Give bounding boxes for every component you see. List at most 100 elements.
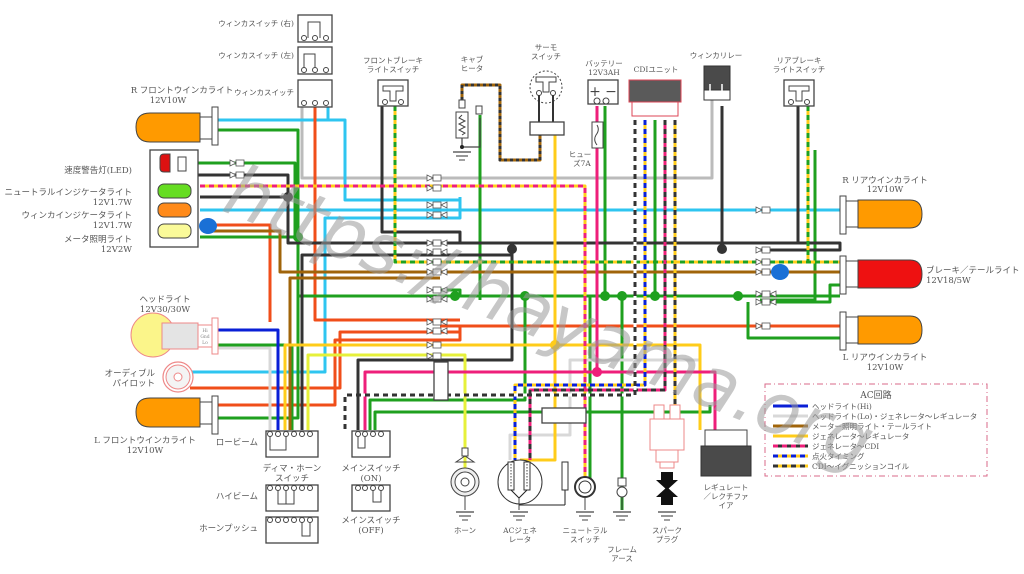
wire-blue-hi [218, 328, 280, 430]
battery-label-2: 12V3AH [588, 68, 620, 77]
rear-winker-r-spec: 12V10W [867, 185, 904, 195]
wire-neutral-dashed-stripe [200, 184, 587, 480]
speed-warning-label: 速度警告灯(LED) [64, 165, 132, 176]
battery: + − バッテリー 12V3AH [585, 59, 623, 105]
winker-switch-left: ウィンカスイッチ (左) [218, 46, 333, 75]
neutral-switch-label-2: スイッチ [570, 535, 600, 544]
winker-relay: ウィンカリレー [690, 51, 742, 101]
legend-label: ヘッドライト(Lo)・ジェネレータ〜レギュレータ [812, 412, 977, 421]
legend-label: CDI〜イグニッションコイル [812, 461, 910, 471]
wires [185, 83, 842, 510]
regulator-label-2: ／レクチファ [704, 492, 749, 501]
spark-plug-label-2: プラグ [656, 534, 679, 544]
junction-dot [717, 244, 727, 254]
ac-generator-label-2: レータ [509, 535, 532, 544]
cdi-unit-label: CDIユニット [634, 65, 679, 74]
meter-light-spec: 12V2W [101, 245, 132, 255]
rear-winker-r: R リアウインカライト 12V10W [839, 176, 928, 235]
winker-switch-right: ウィンカスイッチ (右) [218, 14, 333, 43]
frame-earth: フレーム アース [607, 477, 637, 563]
winker-switch-left-label: ウィンカスイッチ (左) [218, 50, 294, 60]
front-winker-l-label: L フロントウインカライト [94, 436, 196, 446]
rear-brake-label-1: リアブレーキ [777, 55, 822, 65]
marker-blob [771, 264, 789, 280]
wire-yellow-gen-reg [283, 343, 702, 430]
front-winker-r-spec: 12V10W [150, 96, 187, 106]
junctions [283, 192, 743, 377]
front-winker-l: L フロントウインカライト 12V10W [94, 395, 219, 456]
wire-orange-switch [313, 106, 460, 322]
rear-winker-l-spec: 12V10W [867, 363, 904, 373]
spark-plug: スパーク プラグ [652, 472, 682, 544]
wire-sky-front-winker-r [218, 118, 460, 202]
wire-orange-indicator [200, 223, 272, 322]
ac-generator-label-1: ACジェネ [502, 526, 537, 535]
front-winker-r-label: R フロントウインカライト [131, 86, 234, 96]
wire-green-rear-l [746, 302, 840, 340]
wire-green-front-l [218, 300, 300, 420]
legend-label: 点火タイミング [812, 451, 865, 461]
legend-label: ヘッドライト(Hi) [812, 402, 872, 411]
main-switch-off-label-2: (OFF) [358, 525, 383, 536]
wire-cdi-timing-stripe [513, 120, 647, 460]
fuse-label-2: ズ7A [573, 158, 591, 168]
junction-dot [283, 192, 293, 202]
wire-carb-heater-stripe [460, 83, 542, 162]
terminal-hi: Hi [202, 328, 208, 334]
dimmer-horn-label-1: ディマ・ホーン [263, 463, 321, 474]
junction-block [433, 361, 449, 401]
battery-plus-icon: + [589, 84, 601, 100]
rear-brake-switch: リアブレーキ ライトスイッチ [773, 55, 825, 107]
battery-minus-icon: − [605, 84, 617, 100]
rear-winker-l-label: L リアウインカライト [843, 353, 928, 363]
horn: ホーン [450, 447, 480, 535]
carb-heater-label-1: キャブ [461, 54, 484, 64]
horn-push-switch: ホーンプッシュ [199, 516, 319, 544]
legend-item: ジェネレータ〜CDI [773, 442, 879, 451]
meter-panel: 速度警告灯(LED) ニュートラルインジケータライト 12V1.7W ウィンカイ… [4, 149, 199, 255]
thermo-switch: サーモ スイッチ [529, 43, 565, 136]
wire-brown-meter [210, 229, 840, 274]
front-brake-label-2: ライトスイッチ [367, 65, 420, 74]
wire-green-speed [185, 161, 297, 236]
thermo-switch-label-1: サーモ [535, 43, 558, 52]
audible-pilot-label-1: オーディブル [105, 368, 156, 379]
frame-earth-label-2: アース [611, 554, 633, 563]
wire-cdi-wb-stripe [343, 120, 637, 430]
junction-dot [293, 232, 303, 242]
audible-pilot: オーディブル パイロット [105, 361, 194, 393]
brake-tail-light: ブレーキ／テールライト 12V18/5W [839, 255, 1020, 295]
brake-tail-label: ブレーキ／テールライト [926, 265, 1020, 276]
neutral-switch: ニュートラル スイッチ [563, 476, 608, 544]
rear-winker-r-label: R リアウインカライト [842, 176, 928, 186]
high-beam-label: ハイビーム [216, 492, 258, 502]
carb-heater-label-2: ヒータ [461, 64, 484, 73]
legend-label: ジェネレータ〜レギュレータ [812, 432, 909, 441]
ac-generator: ACジェネ レータ [497, 459, 569, 544]
legend-item: ヘッドライト(Lo)・ジェネレータ〜レギュレータ [773, 412, 977, 421]
legend-label: メーター照明ライト・テールライト [812, 422, 932, 431]
meter-light-label: メータ照明ライト [64, 235, 132, 245]
winker-indicator-spec: 12V1.7W [93, 221, 132, 231]
wire-gray-winker-switch [300, 100, 714, 180]
wire-orange-audible [190, 330, 460, 390]
regulator-label-3: イア [719, 501, 734, 510]
main-switch-off: メインスイッチ (OFF) [341, 484, 401, 536]
wire-gray-lo [218, 346, 272, 430]
horn-label: ホーン [454, 526, 476, 535]
wire-orange-front-l [218, 326, 462, 407]
neutral-indicator-spec: 12V1.7W [93, 198, 132, 208]
legend-item: メーター照明ライト・テールライト [773, 422, 932, 431]
legend-title: AC回路 [859, 389, 891, 401]
ac-gen-connector [541, 407, 587, 424]
horn-push-label: ホーンプッシュ [199, 524, 258, 534]
spark-plug-label-1: スパーク [652, 526, 682, 535]
fuse: ヒュー ズ7A [569, 121, 604, 168]
front-brake-label-1: フロントブレーキ [363, 55, 423, 65]
carb-heater: キャブ ヒータ [452, 54, 484, 161]
wire-green-tail [760, 283, 840, 304]
junction-dot [733, 291, 743, 301]
low-beam-label: ロービーム [216, 438, 258, 448]
main-switch-on: メインスイッチ (ON) [341, 430, 401, 484]
